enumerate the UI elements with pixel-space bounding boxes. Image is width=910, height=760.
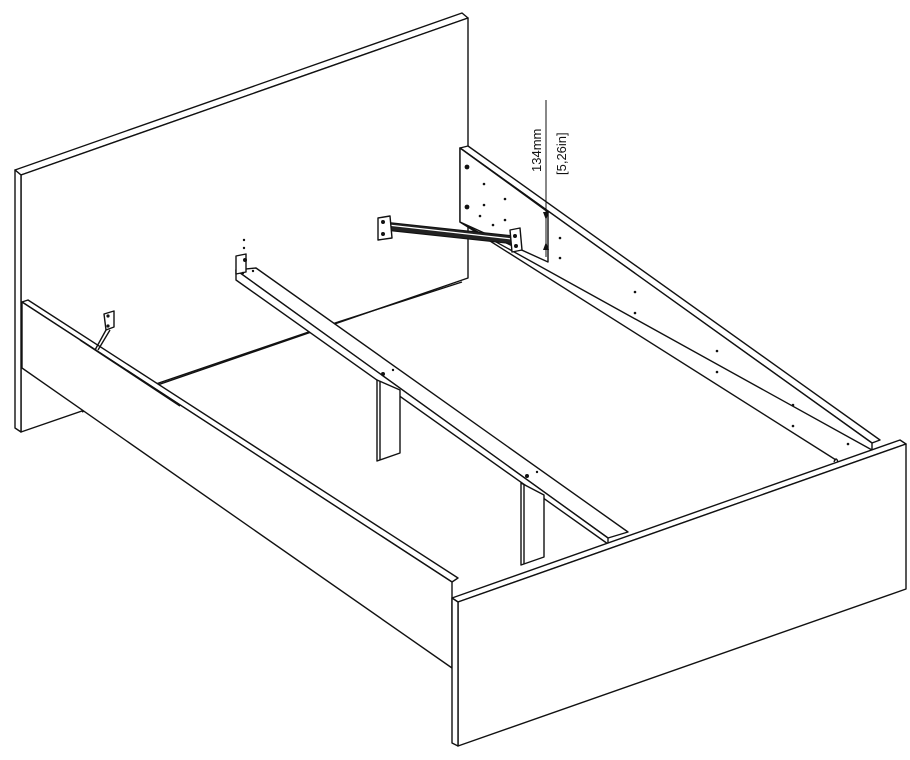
right-side-rail: [459, 145, 881, 461]
dimension-metric: 134mm: [529, 129, 544, 172]
dimension-annotation: 134mm [5,26in]: [529, 100, 569, 257]
dimension-imperial: [5,26in]: [554, 132, 569, 175]
left-side-rail: [21, 299, 459, 669]
center-beam: [235, 238, 629, 545]
metal-bracket: [377, 215, 523, 253]
footboard: [451, 439, 907, 747]
headboard: [14, 12, 469, 433]
corner-bracket-left: [94, 310, 115, 351]
support-legs: [376, 379, 545, 566]
